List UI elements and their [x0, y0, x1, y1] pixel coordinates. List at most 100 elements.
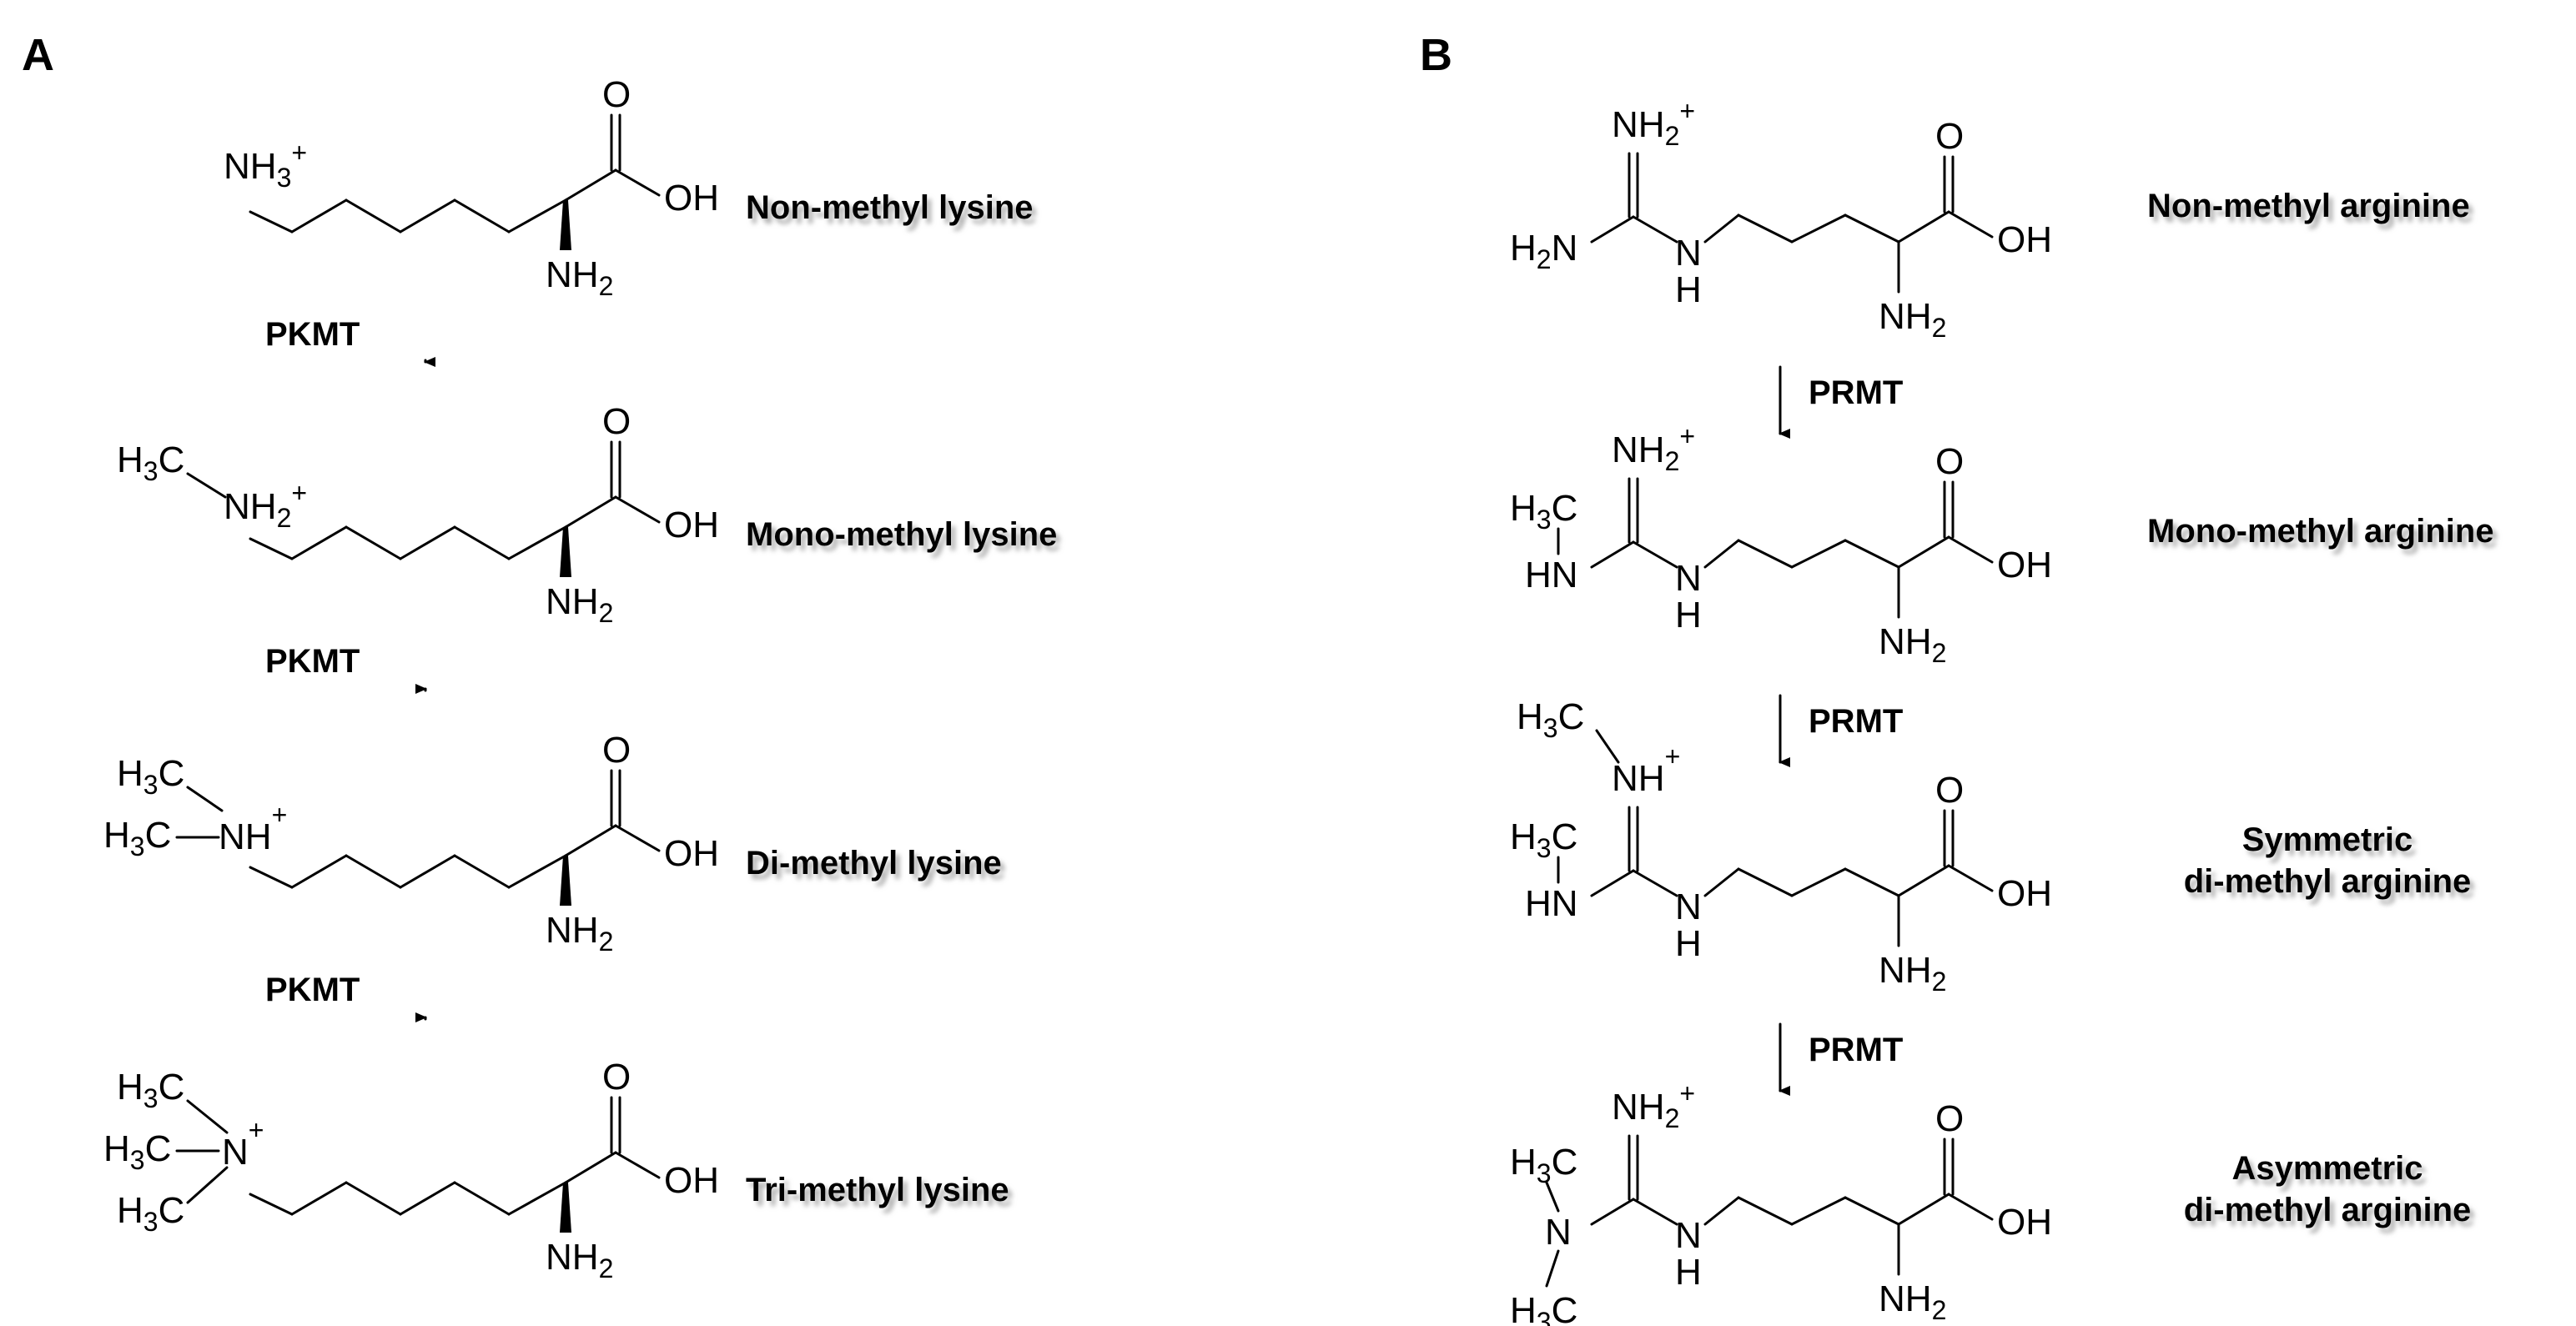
- chain-bond: [399, 198, 456, 234]
- iminium-group: NH2+: [1612, 421, 1695, 476]
- chain-bond: [1703, 213, 1740, 244]
- methylamino-group: HN: [1525, 555, 1578, 595]
- arginine-label-1: Non-methyl arginine: [2147, 188, 2470, 224]
- guanidino-nitrogen: N: [1675, 887, 1702, 927]
- amino-group: H2N: [1510, 228, 1577, 274]
- iminium-group: NH2+: [1612, 96, 1695, 151]
- bond-hydroxyl: [1947, 864, 1994, 892]
- alpha-amine: NH2: [546, 581, 613, 628]
- chain-bond: [1737, 867, 1794, 897]
- bond-hydroxyl: [614, 1151, 661, 1179]
- chain-bond: [1703, 867, 1740, 897]
- lysine-label-2: Mono-methyl lysine: [746, 516, 1057, 553]
- guanidino-hydrogen: H: [1675, 269, 1702, 310]
- chain-bond: [1844, 213, 1900, 244]
- chain-bond: [1737, 539, 1794, 569]
- trimethylammonium-group: N+: [222, 1115, 264, 1173]
- chain-bond: [290, 198, 348, 234]
- wedge-bond: [560, 527, 571, 577]
- arginine-label-3-line-1: Symmetric: [2242, 821, 2413, 858]
- arginine-label-4-line-2: di-methyl arginine: [2184, 1192, 2472, 1228]
- bond-hydroxyl: [614, 495, 661, 524]
- panel-label-a: A: [22, 30, 54, 80]
- iminium-group: NH+: [1612, 741, 1680, 799]
- methyl-bond: [186, 1166, 229, 1204]
- chain-bond: [249, 210, 294, 234]
- chain-bond: [507, 854, 567, 889]
- oxygen-carbonyl: O: [602, 401, 631, 442]
- chain-bond: [1790, 867, 1847, 897]
- arginine-label-3-line-2: di-methyl arginine: [2184, 863, 2472, 900]
- methyl-group-left: H3C: [1510, 488, 1577, 535]
- methyl-group-top: H3C: [1517, 696, 1584, 743]
- oxygen-carbonyl: O: [602, 1057, 631, 1097]
- hydroxyl: OH: [664, 1160, 719, 1201]
- bond-hydroxyl: [1947, 1193, 1994, 1221]
- guanidino-nitrogen: N: [1675, 233, 1702, 274]
- dimethylamino-group: N: [1545, 1212, 1572, 1253]
- chain-bond: [290, 854, 348, 889]
- methyl-bond: [186, 786, 224, 812]
- chain-bond: [399, 854, 456, 889]
- bond-alpha-carboxyl: [1897, 864, 1950, 897]
- bond-alpha-carboxyl: [564, 495, 617, 529]
- chain-bond: [453, 198, 511, 234]
- chain-bond: [249, 537, 294, 560]
- arginine-label-4-line-1: Asymmetric: [2231, 1150, 2423, 1187]
- dimethylammonium-group: NH+: [219, 800, 287, 857]
- bond-guanidino: [1632, 540, 1678, 569]
- chain-bond: [399, 1181, 456, 1216]
- methyl-bond: [1595, 729, 1620, 764]
- lysine-label-3: Di-methyl lysine: [746, 845, 1002, 881]
- chain-bond: [1737, 213, 1794, 244]
- chain-bond: [249, 866, 294, 889]
- chain-bond: [345, 854, 402, 889]
- hydroxyl: OH: [1997, 873, 2052, 914]
- hydroxyl: OH: [664, 833, 719, 874]
- bond-hydroxyl: [1947, 535, 1994, 564]
- bond-alpha-carboxyl: [564, 1151, 617, 1184]
- methyl-group-left: H3C: [1510, 816, 1577, 863]
- oxygen-carbonyl: O: [602, 730, 631, 771]
- chain-bond: [453, 1181, 511, 1216]
- oxygen-carbonyl: O: [602, 74, 631, 115]
- alpha-amine: NH2: [1879, 296, 1946, 343]
- methylamino-group: HN: [1525, 883, 1578, 924]
- bond-alpha-carboxyl: [1897, 210, 1950, 244]
- bond-alpha-carboxyl: [1897, 535, 1950, 569]
- methyl-group-3: H3C: [117, 1190, 184, 1237]
- bond-alpha-carboxyl: [564, 824, 617, 857]
- chain-bond: [453, 525, 511, 560]
- hydroxyl: OH: [1997, 1202, 2052, 1243]
- arginine-label-2: Mono-methyl arginine: [2147, 513, 2494, 550]
- chain-bond: [1790, 1196, 1847, 1226]
- alpha-amine: NH2: [1879, 950, 1946, 997]
- chain-bond: [290, 525, 348, 560]
- bond-guanidino: [1632, 215, 1678, 244]
- oxygen-carbonyl: O: [1935, 1098, 1964, 1139]
- guanidino-hydrogen: H: [1675, 595, 1702, 635]
- pkmt-label-2: PKMT: [265, 643, 360, 680]
- bond-hydroxyl: [1947, 210, 1994, 239]
- wedge-bond: [560, 856, 571, 906]
- methyl-bond: [186, 1099, 229, 1134]
- wedge-bond: [560, 200, 571, 250]
- methyl-group-1: H3C: [117, 753, 184, 800]
- oxygen-carbonyl: O: [1935, 116, 1964, 157]
- alpha-amine: NH2: [1879, 621, 1946, 668]
- hydroxyl: OH: [664, 505, 719, 545]
- chain-bond: [507, 1181, 567, 1216]
- chain-bond: [345, 525, 402, 560]
- bond-guanidino-left: [1590, 869, 1635, 897]
- methyl-bond: [1545, 1181, 1560, 1213]
- chain-bond: [1844, 867, 1900, 897]
- chain-bond: [290, 1181, 348, 1216]
